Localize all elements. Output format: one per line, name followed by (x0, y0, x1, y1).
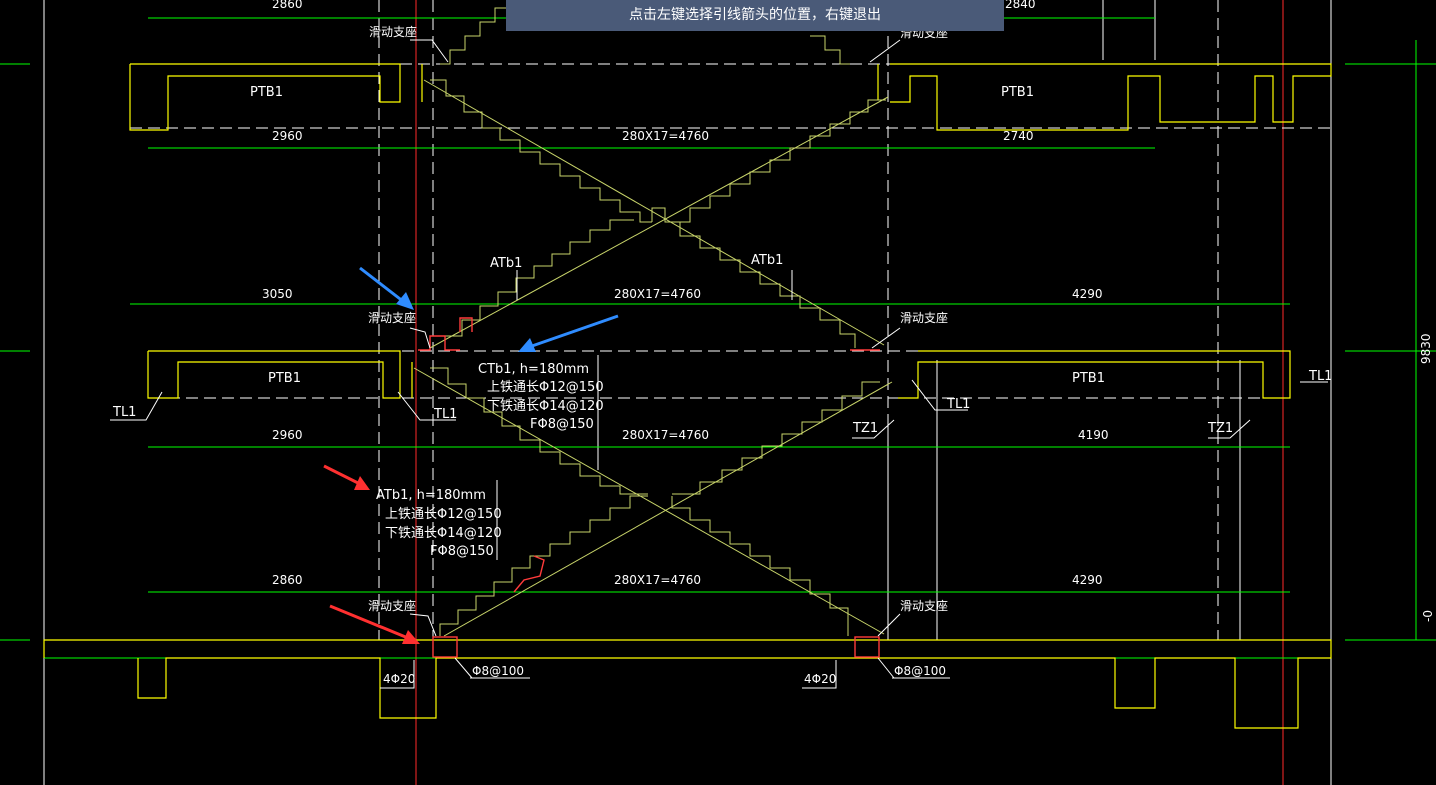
rebar-stirrup-label: Φ8@100 (472, 664, 524, 678)
tl1-label: TL1 (946, 397, 970, 412)
atb1-label: ATb1 (490, 256, 522, 271)
tl1-label: TL1 (112, 405, 136, 420)
annotation-arrows (323, 266, 619, 644)
leader-lines (110, 39, 1328, 689)
dim-top-left: 2860 (272, 0, 303, 11)
ctb1-title: CTb1, h=180mm (478, 362, 589, 377)
atb1-bottom-rebar: 下铁通长Φ14@120 (385, 526, 502, 541)
dim-row3-left: 2960 (272, 428, 303, 442)
rebar-4-label: 4Φ20 (804, 672, 836, 686)
stair-flights (413, 7, 893, 637)
support-label: 滑动支座 (900, 310, 948, 325)
ptb1-label: PTB1 (1001, 85, 1034, 100)
ctb1-note: CTb1, h=180mm 上铁通长Φ12@150 下铁通长Φ14@120 FΦ… (478, 362, 604, 432)
ptb1-label: PTB1 (250, 85, 283, 100)
atb1-note: ATb1, h=180mm 上铁通长Φ12@150 下铁通长Φ14@120 FΦ… (376, 488, 502, 559)
dim-top-right: 2840 (1005, 0, 1036, 11)
dim-elevation-small: -0 (1421, 610, 1435, 622)
tz1-label: TZ1 (852, 421, 878, 436)
atb1-top-rebar: 上铁通长Φ12@150 (385, 507, 502, 522)
dimension-texts: 2860 2840 2960 280X17=4760 2740 3050 280… (262, 0, 1435, 622)
dim-row1-left: 2960 (272, 129, 303, 143)
support-label: 滑动支座 (368, 310, 416, 325)
dim-elevation: 9830 (1419, 333, 1433, 364)
landing-slabs (43, 63, 1332, 729)
tz1-label: TZ1 (1207, 421, 1233, 436)
support-label: 滑动支座 (368, 598, 416, 613)
ctb1-top-rebar: 上铁通长Φ12@150 (487, 380, 604, 395)
command-prompt: 点击左键选择引线箭头的位置，右键退出 (506, 0, 1004, 31)
dim-row4-left: 2860 (272, 573, 303, 587)
support-label: 滑动支座 (369, 24, 417, 39)
dim-row2-left: 3050 (262, 287, 293, 301)
dim-row1-mid: 280X17=4760 (622, 129, 709, 143)
ptb1-label: PTB1 (268, 371, 301, 386)
component-labels: PTB1 PTB1 PTB1 PTB1 ATb1 ATb1 TL1 TL1 TL… (112, 24, 1332, 686)
ptb1-label: PTB1 (1072, 371, 1105, 386)
dim-row3-right: 4190 (1078, 428, 1109, 442)
rebar-markers (418, 317, 880, 658)
ctb1-bottom-rebar: 下铁通长Φ14@120 (487, 399, 604, 414)
dim-row4-right: 4290 (1072, 573, 1103, 587)
dim-row2-right: 4290 (1072, 287, 1103, 301)
rebar-4-label: 4Φ20 (383, 672, 415, 686)
ctb1-dist-rebar: FΦ8@150 (530, 417, 594, 432)
dim-row2-mid: 280X17=4760 (614, 287, 701, 301)
rebar-stirrup-label: Φ8@100 (894, 664, 946, 678)
atb1-dist-rebar: FΦ8@150 (430, 544, 494, 559)
axis-lines (43, 0, 1332, 785)
dim-row3-mid: 280X17=4760 (622, 428, 709, 442)
tl1-label: TL1 (433, 407, 457, 422)
support-label: 滑动支座 (900, 598, 948, 613)
tl1-label: TL1 (1308, 369, 1332, 384)
dim-row4-mid: 280X17=4760 (614, 573, 701, 587)
atb1-label: ATb1 (751, 253, 783, 268)
dim-row1-right: 2740 (1003, 129, 1034, 143)
dimension-lines (0, 17, 1436, 659)
atb1-title: ATb1, h=180mm (376, 488, 486, 503)
